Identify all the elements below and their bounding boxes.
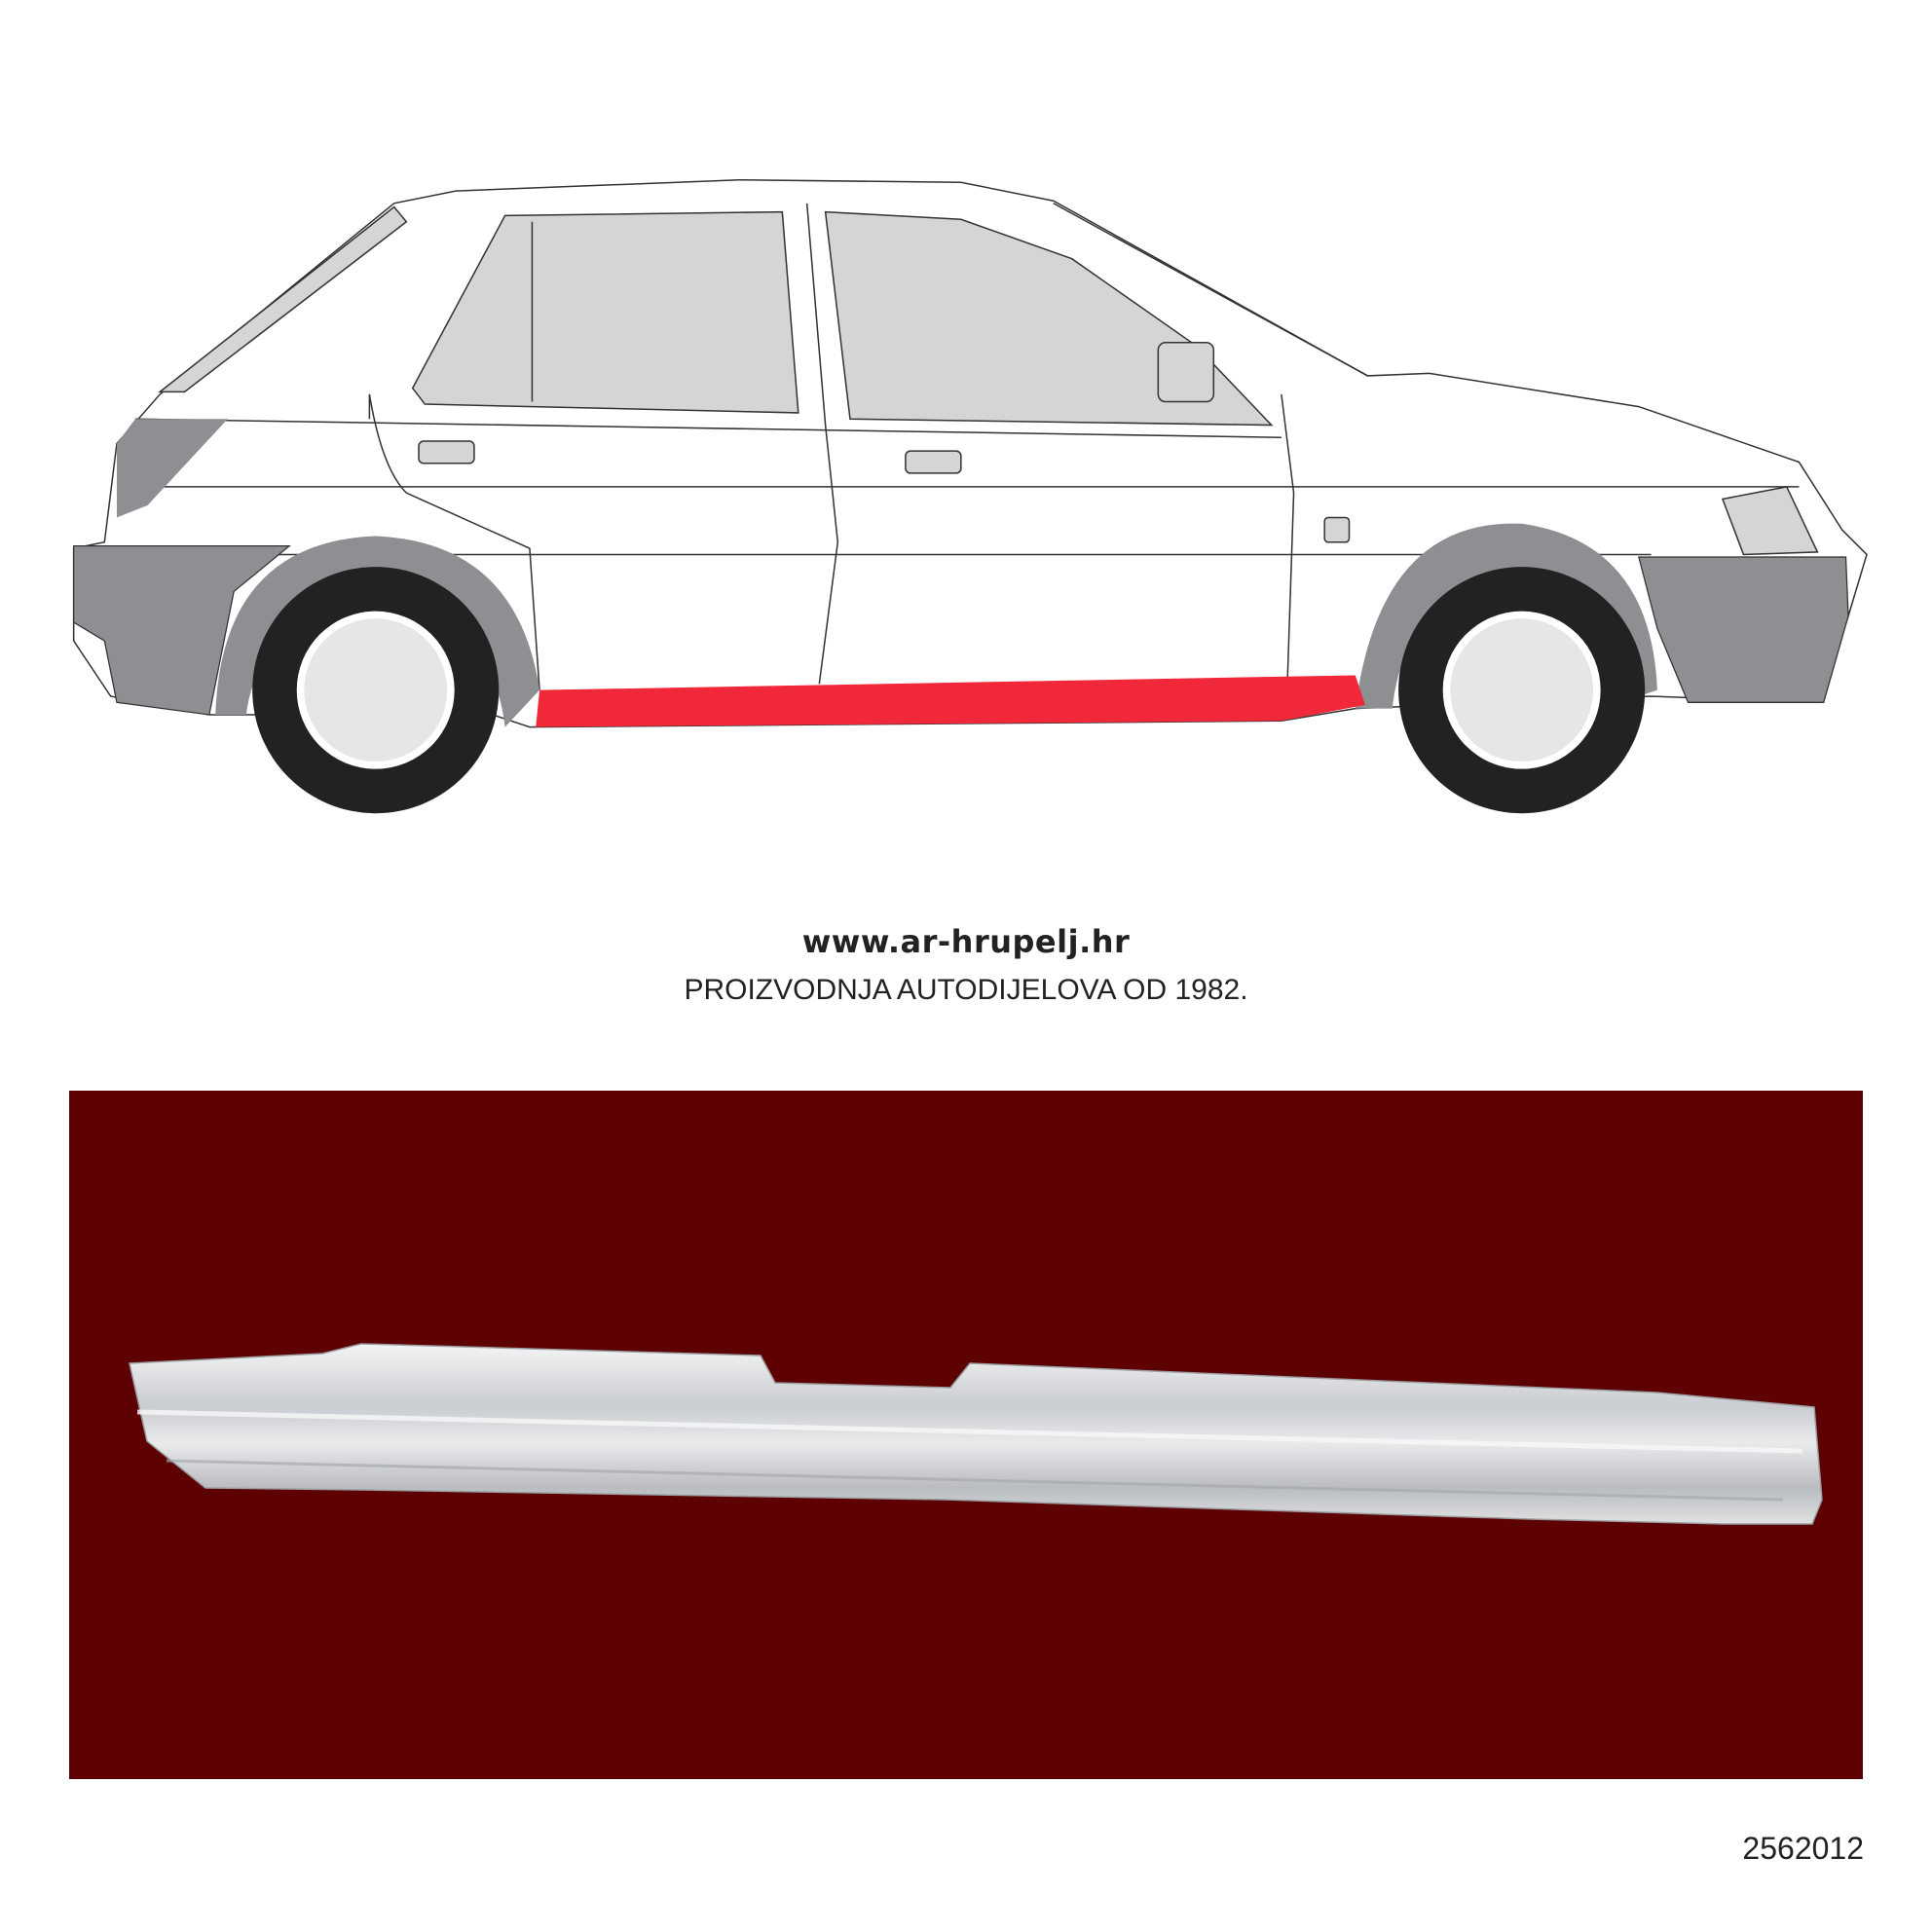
rear-wheel (252, 567, 500, 814)
front-wheel (1398, 567, 1646, 814)
website-url[interactable]: www.ar-hrupelj.hr (801, 923, 1131, 960)
part-number: 2562012 (1742, 1831, 1864, 1866)
rocker-panel-part-image (129, 1343, 1823, 1525)
product-photo (69, 1091, 1863, 1779)
rocker-panel-highlight (536, 675, 1365, 727)
company-tagline: PROIZVODNJA AUTODIJELOVA OD 1982. (684, 974, 1248, 1006)
car-side-diagram (72, 178, 1868, 814)
